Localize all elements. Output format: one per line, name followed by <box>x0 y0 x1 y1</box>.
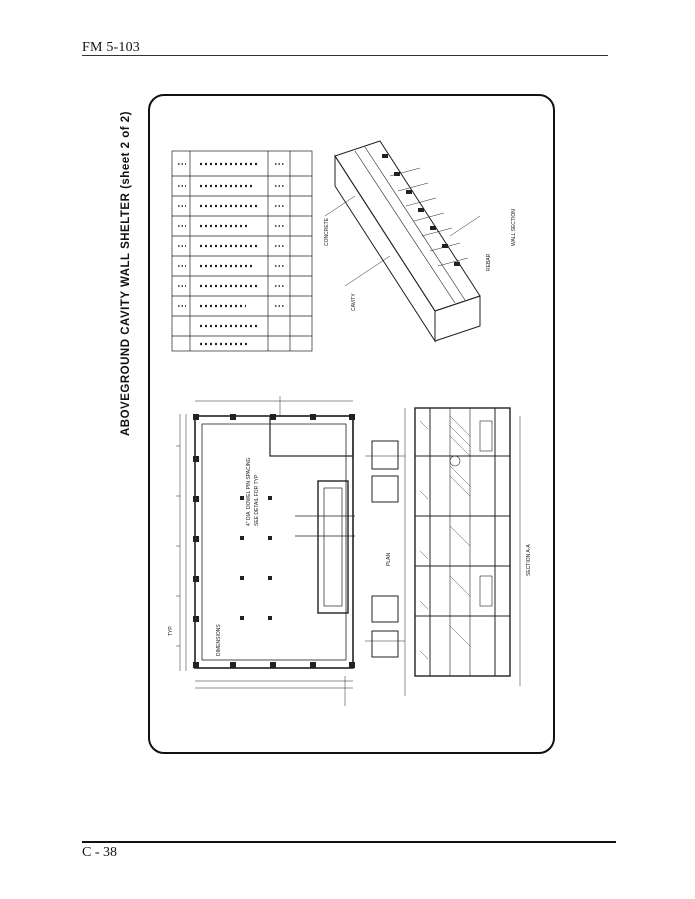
svg-text:DIMENSIONS: DIMENSIONS <box>216 624 222 656</box>
section-view <box>404 407 521 696</box>
door-details <box>365 440 405 658</box>
svg-text:TYP.: TYP. <box>168 626 174 636</box>
svg-text:WALL SECTION: WALL SECTION <box>511 209 517 246</box>
page-footer: C - 38 <box>82 845 117 860</box>
plan-view: 4" DIA. DOWEL PIN SPACING SEE DETAIL FOR… <box>168 396 355 706</box>
page-header: FM 5-103 <box>82 40 140 55</box>
wall-detail: CONCRETE CAVITY REBAR WALL SECTION <box>324 140 517 343</box>
svg-text:CONCRETE: CONCRETE <box>324 217 330 246</box>
header-rule <box>82 55 608 56</box>
figure-panel: 4" DIA. DOWEL PIN SPACING SEE DETAIL FOR… <box>148 94 555 754</box>
materials-table <box>171 150 313 352</box>
figure-title: ABOVEGROUND CAVITY WALL SHELTER (sheet 2… <box>120 110 132 436</box>
svg-text:REBAR: REBAR <box>486 253 492 271</box>
section-label: SECTION A-A <box>526 544 532 576</box>
drawing: 4" DIA. DOWEL PIN SPACING SEE DETAIL FOR… <box>168 140 532 706</box>
svg-text:SEE DETAIL FOR TYP: SEE DETAIL FOR TYP <box>254 474 260 526</box>
svg-text:4" DIA. DOWEL PIN SPACING: 4" DIA. DOWEL PIN SPACING <box>246 457 252 526</box>
plan-label: PLAN <box>386 553 392 566</box>
svg-text:CAVITY: CAVITY <box>351 293 357 311</box>
footer-rule <box>82 841 616 843</box>
